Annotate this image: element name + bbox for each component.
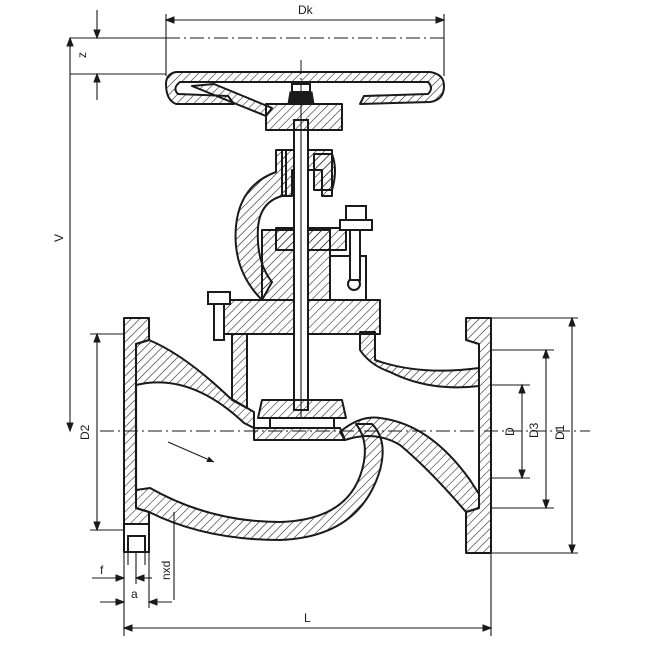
- gland-washer: [339, 219, 373, 231]
- label-dk: Dk: [298, 3, 314, 17]
- dimension-labels: Dk z V D2 D D3 D1 L f a nxd: [52, 3, 567, 625]
- dimensions: [66, 10, 578, 636]
- label-f: f: [100, 563, 104, 577]
- label-d1: D1: [553, 424, 567, 440]
- left-bonnet-bolt-head: [207, 291, 231, 305]
- handwheel-hub: [265, 103, 343, 131]
- yoke-arm-right: [313, 153, 336, 191]
- label-d2: D2: [78, 424, 92, 440]
- inlet-lower-wall: [135, 423, 384, 541]
- outlet-lower-wall: [339, 416, 480, 513]
- label-d: D: [503, 427, 517, 436]
- label-d3: D3: [527, 422, 541, 438]
- disc-face: [269, 417, 335, 429]
- left-bonnet-bolt: [213, 303, 225, 341]
- gland-nut: [345, 205, 367, 221]
- handwheel: [165, 37, 445, 131]
- center-lines: [100, 60, 590, 432]
- yoke-arm: [234, 149, 287, 301]
- packing-gland: [275, 227, 347, 251]
- outlet-flange: [465, 317, 492, 554]
- body-neck-left: [231, 333, 248, 409]
- flange-bolt: [127, 535, 146, 553]
- label-l: L: [304, 611, 311, 625]
- label-z: z: [75, 52, 89, 58]
- label-nxd: nxd: [159, 561, 173, 580]
- valve-seat: [253, 427, 346, 441]
- label-v: V: [52, 234, 66, 242]
- gland-eyebolt: [349, 229, 361, 281]
- outlet-wall: [359, 331, 480, 389]
- handwheel-envelope: [166, 37, 445, 72]
- valve-disc: [257, 399, 347, 419]
- label-a: a: [131, 587, 138, 601]
- flow-direction-arrow: [167, 441, 215, 463]
